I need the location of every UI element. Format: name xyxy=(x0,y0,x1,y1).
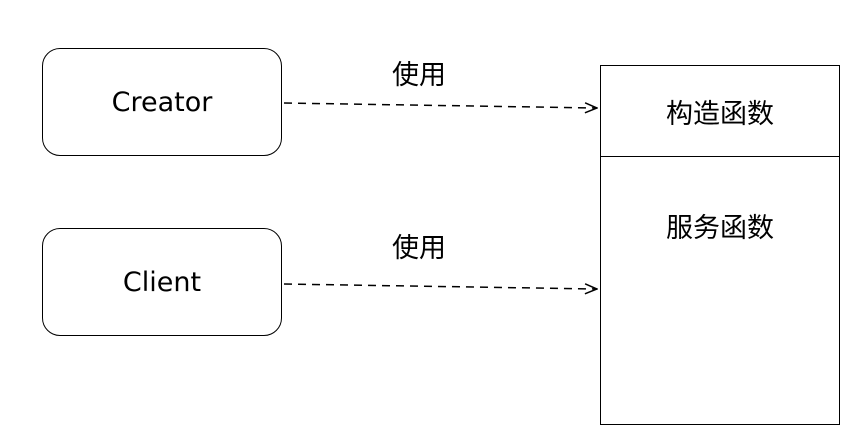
edge-label-client: 使用 xyxy=(392,233,446,264)
client-node: Client xyxy=(42,228,282,336)
creator-label: Creator xyxy=(111,86,213,118)
creator-node: Creator xyxy=(42,48,282,156)
service-label: 服务函数 xyxy=(666,212,774,244)
class-box: 构造函数 服务函数 xyxy=(600,65,840,425)
constructor-section: 构造函数 xyxy=(601,66,839,157)
edge-label-creator: 使用 xyxy=(392,60,446,91)
edge-creator-to-constructor xyxy=(283,103,597,108)
service-section: 服务函数 xyxy=(601,156,839,424)
edge-client-to-service xyxy=(283,284,597,289)
constructor-label: 构造函数 xyxy=(666,98,774,130)
client-label: Client xyxy=(122,266,202,298)
